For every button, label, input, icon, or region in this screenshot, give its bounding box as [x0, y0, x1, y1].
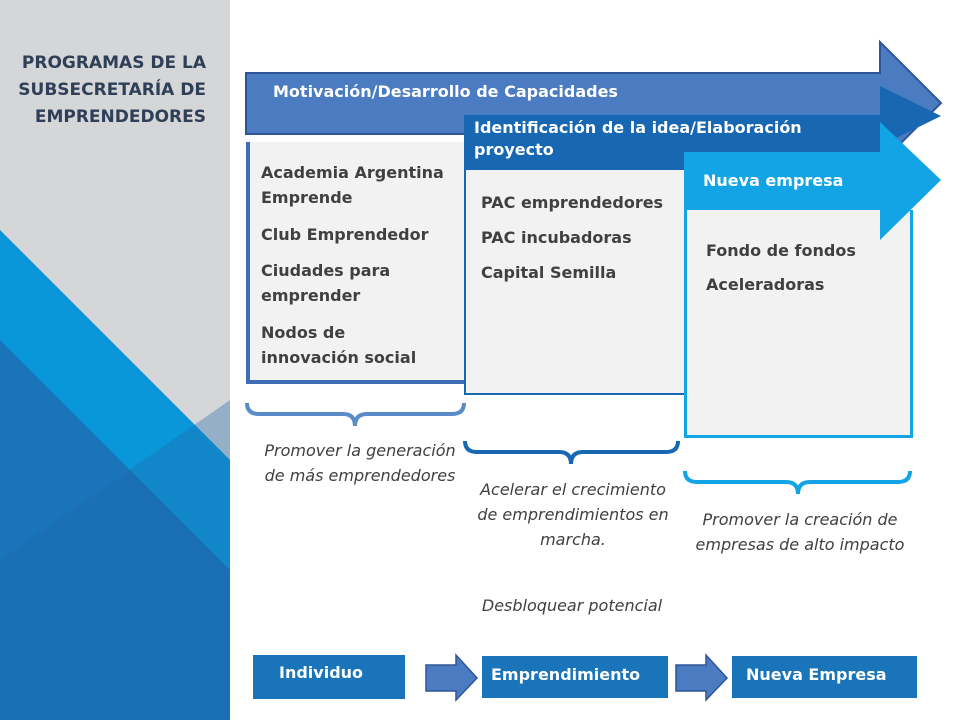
- program-item: PAC emprendedores: [481, 193, 664, 212]
- flow-step-label: Individuo: [279, 663, 364, 682]
- banner-identificacion-label: Identificación de la idea/Elaboración pr…: [474, 118, 802, 159]
- panel-nueva-empresa: [684, 210, 913, 438]
- program-item: Ciudades para emprender: [261, 261, 391, 305]
- program-item: Fondo de fondos: [706, 241, 856, 260]
- program-item: Nodos de innovación social: [261, 323, 417, 367]
- banner-motivacion-label: Motivación/Desarrollo de Capacidades: [273, 82, 618, 101]
- brace-motivacion: [245, 402, 466, 427]
- stage-caption: Acelerar el crecimiento de emprendimient…: [477, 480, 669, 549]
- stage-caption: Desbloquear potencial: [481, 596, 663, 615]
- brace-nueva-empresa: [683, 470, 912, 495]
- program-item: Club Emprendedor: [261, 225, 429, 244]
- arrow-right-icon: [425, 653, 479, 702]
- title-line: PROGRAMAS DE LA: [21, 53, 206, 73]
- flow-step-nueva-empresa: Nueva Empresa: [732, 656, 917, 698]
- program-item: Aceleradoras: [706, 275, 825, 294]
- panel-identificacion: [464, 155, 688, 395]
- program-item: PAC incubadoras: [481, 228, 632, 247]
- page-title: PROGRAMAS DE LA SUBSECRETARÍA DE EMPREND…: [0, 50, 206, 131]
- title-line: EMPRENDEDORES: [34, 107, 206, 127]
- panel-motivacion: [246, 142, 472, 384]
- flow-step-label: Nueva Empresa: [746, 665, 887, 684]
- arrow-right-icon: [675, 653, 729, 702]
- flow-step-label: Emprendimiento: [491, 665, 641, 684]
- banner-identificacion-arrow: [464, 86, 941, 170]
- banner-nueva-empresa-label: Nueva empresa: [703, 171, 844, 190]
- flow-step-individuo: Individuo: [253, 655, 405, 699]
- brace-identificacion: [463, 440, 680, 465]
- flow-step-emprendimiento: Emprendimiento: [482, 656, 668, 698]
- stage-caption: Promover la generación de más emprendedo…: [264, 441, 456, 485]
- title-line: SUBSECRETARÍA DE: [18, 80, 206, 100]
- program-item: Academia Argentina Emprende: [261, 163, 444, 207]
- banner-nueva-empresa-arrow: [684, 122, 941, 240]
- program-item: Capital Semilla: [481, 263, 617, 282]
- sidebar-decoration: [0, 0, 230, 720]
- stage-caption: Promover la creación de empresas de alto…: [695, 510, 905, 554]
